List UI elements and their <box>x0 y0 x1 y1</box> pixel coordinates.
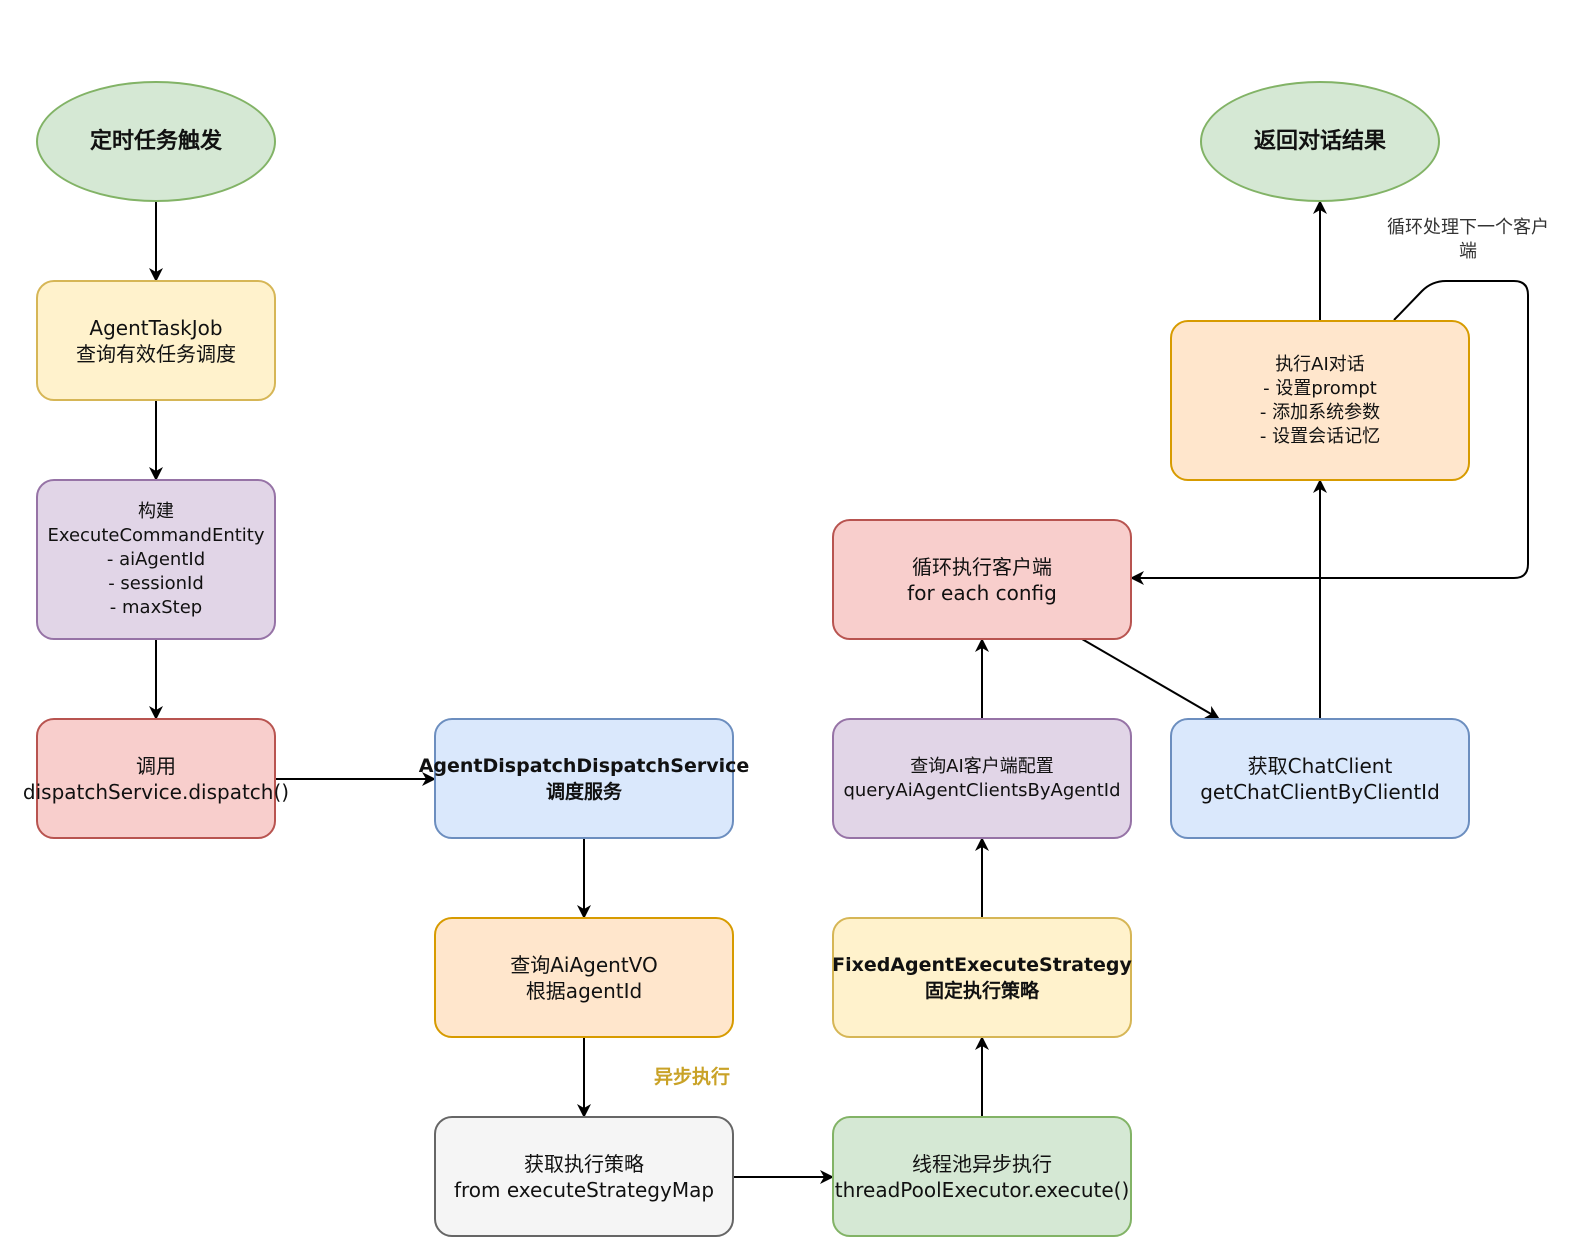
execute-chat-line2: - 设置prompt <box>1263 377 1377 399</box>
thread-pool-line2: threadPoolExecutor.execute() <box>834 1177 1130 1202</box>
execute-chat-line1: 执行AI对话 <box>1275 353 1365 375</box>
end-node: 返回对话结果 <box>1200 81 1440 202</box>
call-dispatch-line2: dispatchService.dispatch() <box>22 779 290 804</box>
thread-pool-line1: 线程池异步执行 <box>912 1151 1052 1176</box>
start-node-text: 定时任务触发 <box>89 128 222 154</box>
build-entity-line2: ExecuteCommandEntity <box>47 524 265 546</box>
call-dispatch-line1: 调用 <box>136 753 176 778</box>
query-clients-line1: 查询AI客户端配置 <box>910 755 1054 777</box>
end-node-text: 返回对话结果 <box>1253 128 1386 154</box>
loop-edge-label: 循环处理下一个客户 端 <box>1370 216 1566 264</box>
dispatch-service-line2: 调度服务 <box>545 780 622 803</box>
query-clients-line2: queryAiAgentClientsByAgentId <box>843 779 1121 801</box>
fixed-strategy-line2: 固定执行策略 <box>924 979 1039 1002</box>
query-clients-node: 查询AI客户端配置 queryAiAgentClientsByAgentId <box>832 718 1132 839</box>
loop-clients-node: 循环执行客户端 for each config <box>832 519 1132 640</box>
get-chat-client-node: 获取ChatClient getChatClientByClientId <box>1170 718 1470 839</box>
fixed-strategy-line1: FixedAgentExecuteStrategy <box>832 953 1132 976</box>
edge-loop-to-chatclient <box>1081 638 1220 720</box>
execute-chat-node: 执行AI对话 - 设置prompt - 添加系统参数 - 设置会话记忆 <box>1170 320 1470 481</box>
async-edge-label: 异步执行 <box>653 1066 730 1088</box>
build-entity-line3: - aiAgentId <box>106 548 206 570</box>
loop-edge-label-line1: 循环处理下一个客户 <box>1387 217 1549 238</box>
query-vo-line2: 根据agentId <box>525 978 643 1003</box>
edge-loop-back <box>1130 280 1529 585</box>
dispatch-service-node: AgentDispatchDispatchService 调度服务 <box>419 718 749 839</box>
execute-chat-line3: - 添加系统参数 <box>1259 401 1381 423</box>
task-job-line2: 查询有效任务调度 <box>76 341 236 366</box>
build-entity-line4: - sessionId <box>108 572 204 594</box>
fixed-strategy-node: FixedAgentExecuteStrategy 固定执行策略 <box>832 917 1132 1038</box>
get-strategy-line1: 获取执行策略 <box>524 1151 644 1176</box>
build-entity-node: 构建 ExecuteCommandEntity - aiAgentId - se… <box>36 479 276 640</box>
loop-clients-line2: for each config <box>907 580 1057 605</box>
execute-chat-line4: - 设置会话记忆 <box>1259 425 1381 447</box>
thread-pool-node: 线程池异步执行 threadPoolExecutor.execute() <box>832 1116 1132 1237</box>
get-strategy-node: 获取执行策略 from executeStrategyMap <box>434 1116 734 1237</box>
dispatch-service-line1: AgentDispatchDispatchService <box>418 754 750 777</box>
call-dispatch-node: 调用 dispatchService.dispatch() <box>23 718 289 839</box>
query-vo-node: 查询AiAgentVO 根据agentId <box>434 917 734 1038</box>
task-job-node: AgentTaskJob 查询有效任务调度 <box>36 280 276 401</box>
start-node: 定时任务触发 <box>36 81 276 202</box>
query-vo-line1: 查询AiAgentVO <box>510 952 658 977</box>
get-chat-client-line1: 获取ChatClient <box>1247 753 1393 778</box>
build-entity-line1: 构建 <box>138 500 174 522</box>
build-entity-line5: - maxStep <box>109 596 203 618</box>
loop-clients-line1: 循环执行客户端 <box>912 554 1052 579</box>
task-job-line1: AgentTaskJob <box>89 315 223 340</box>
loop-edge-label-line2: 端 <box>1459 241 1477 262</box>
get-chat-client-line2: getChatClientByClientId <box>1200 779 1440 804</box>
get-strategy-line2: from executeStrategyMap <box>453 1177 715 1202</box>
